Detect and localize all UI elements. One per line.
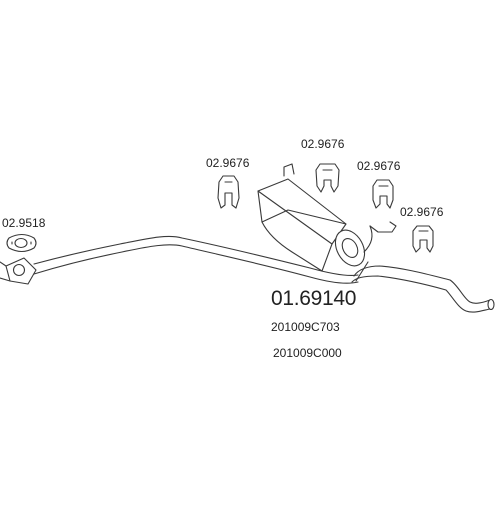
gasket-ring bbox=[6, 233, 37, 253]
muffler bbox=[257, 163, 397, 272]
rubber-hanger-1 bbox=[217, 175, 240, 209]
oem-code-2: 201009C000 bbox=[273, 346, 342, 360]
hanger-label-4: 02.9676 bbox=[400, 205, 444, 219]
rubber-hanger-4 bbox=[412, 225, 434, 253]
rubber-hanger-2 bbox=[315, 163, 340, 193]
tail-pipe bbox=[351, 261, 495, 313]
rubber-hanger-3 bbox=[372, 179, 394, 209]
gasket-label: 02.9518 bbox=[2, 216, 46, 230]
hanger-label-3: 02.9676 bbox=[357, 159, 401, 173]
hanger-label-2: 02.9676 bbox=[301, 137, 345, 151]
hanger-label-1: 02.9676 bbox=[206, 156, 250, 170]
part-number: 01.69140 bbox=[271, 287, 357, 310]
front-flange bbox=[0, 257, 37, 285]
exhaust-pipe bbox=[33, 235, 359, 284]
oem-code-1: 201009C703 bbox=[271, 320, 340, 334]
